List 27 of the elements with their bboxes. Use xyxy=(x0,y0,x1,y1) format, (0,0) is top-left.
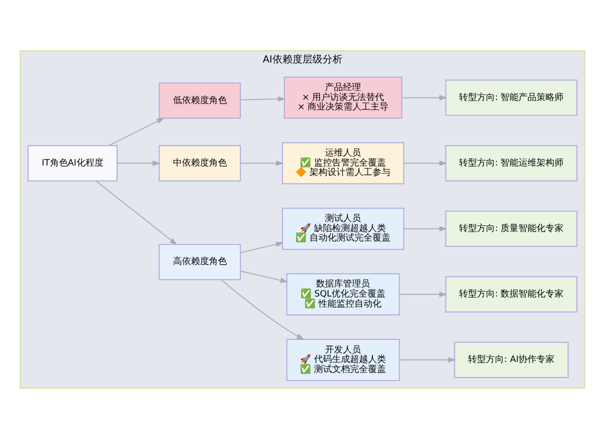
node-box: 运维人员 ✅ 监控告警完全覆盖 🔶 架构设计需人工参与 xyxy=(282,142,404,184)
arrow xyxy=(398,357,456,363)
arrow xyxy=(240,160,284,166)
node-box: 低依赖度角色 xyxy=(158,82,241,119)
node-box: 转型方向: 质量智能化专家 xyxy=(445,210,578,247)
arrow xyxy=(220,279,304,340)
arrow xyxy=(404,160,448,166)
node-box: 转型方向: AI协作专家 xyxy=(454,342,569,378)
node-box: 转型方向: 智能运维架构师 xyxy=(445,145,578,182)
arrow xyxy=(95,180,178,246)
arrow xyxy=(398,292,448,298)
node-box: IT角色AI化程度 xyxy=(28,145,118,182)
arrow xyxy=(402,94,448,100)
arrow xyxy=(240,242,284,254)
node-box: 数据库管理员 ✅ SQL优化完全覆盖 ✅ 性能监控自动化 xyxy=(286,273,400,316)
arrow xyxy=(240,270,288,283)
node-box: 中依赖度角色 xyxy=(158,145,241,182)
node-box: 转型方向: 智能产品策略师 xyxy=(445,80,578,116)
node-box: 测试人员 🚀 缺陷检测超越人类 ✅ 自动化测试完全覆盖 xyxy=(282,208,404,250)
node-box: 开发人员 🚀 代码生成超越人类 ✅ 测试文档完全覆盖 xyxy=(286,338,400,381)
arrow xyxy=(108,118,164,146)
node-box: 转型方向: 数据智能化专家 xyxy=(445,276,578,312)
node-box: 高依赖度角色 xyxy=(158,244,241,280)
arrow xyxy=(116,160,160,166)
arrow xyxy=(404,226,448,232)
arrow xyxy=(240,96,286,102)
node-box: 产品经理 × 用户访谈无法替代 × 商业决策需人工主导 xyxy=(284,76,402,119)
